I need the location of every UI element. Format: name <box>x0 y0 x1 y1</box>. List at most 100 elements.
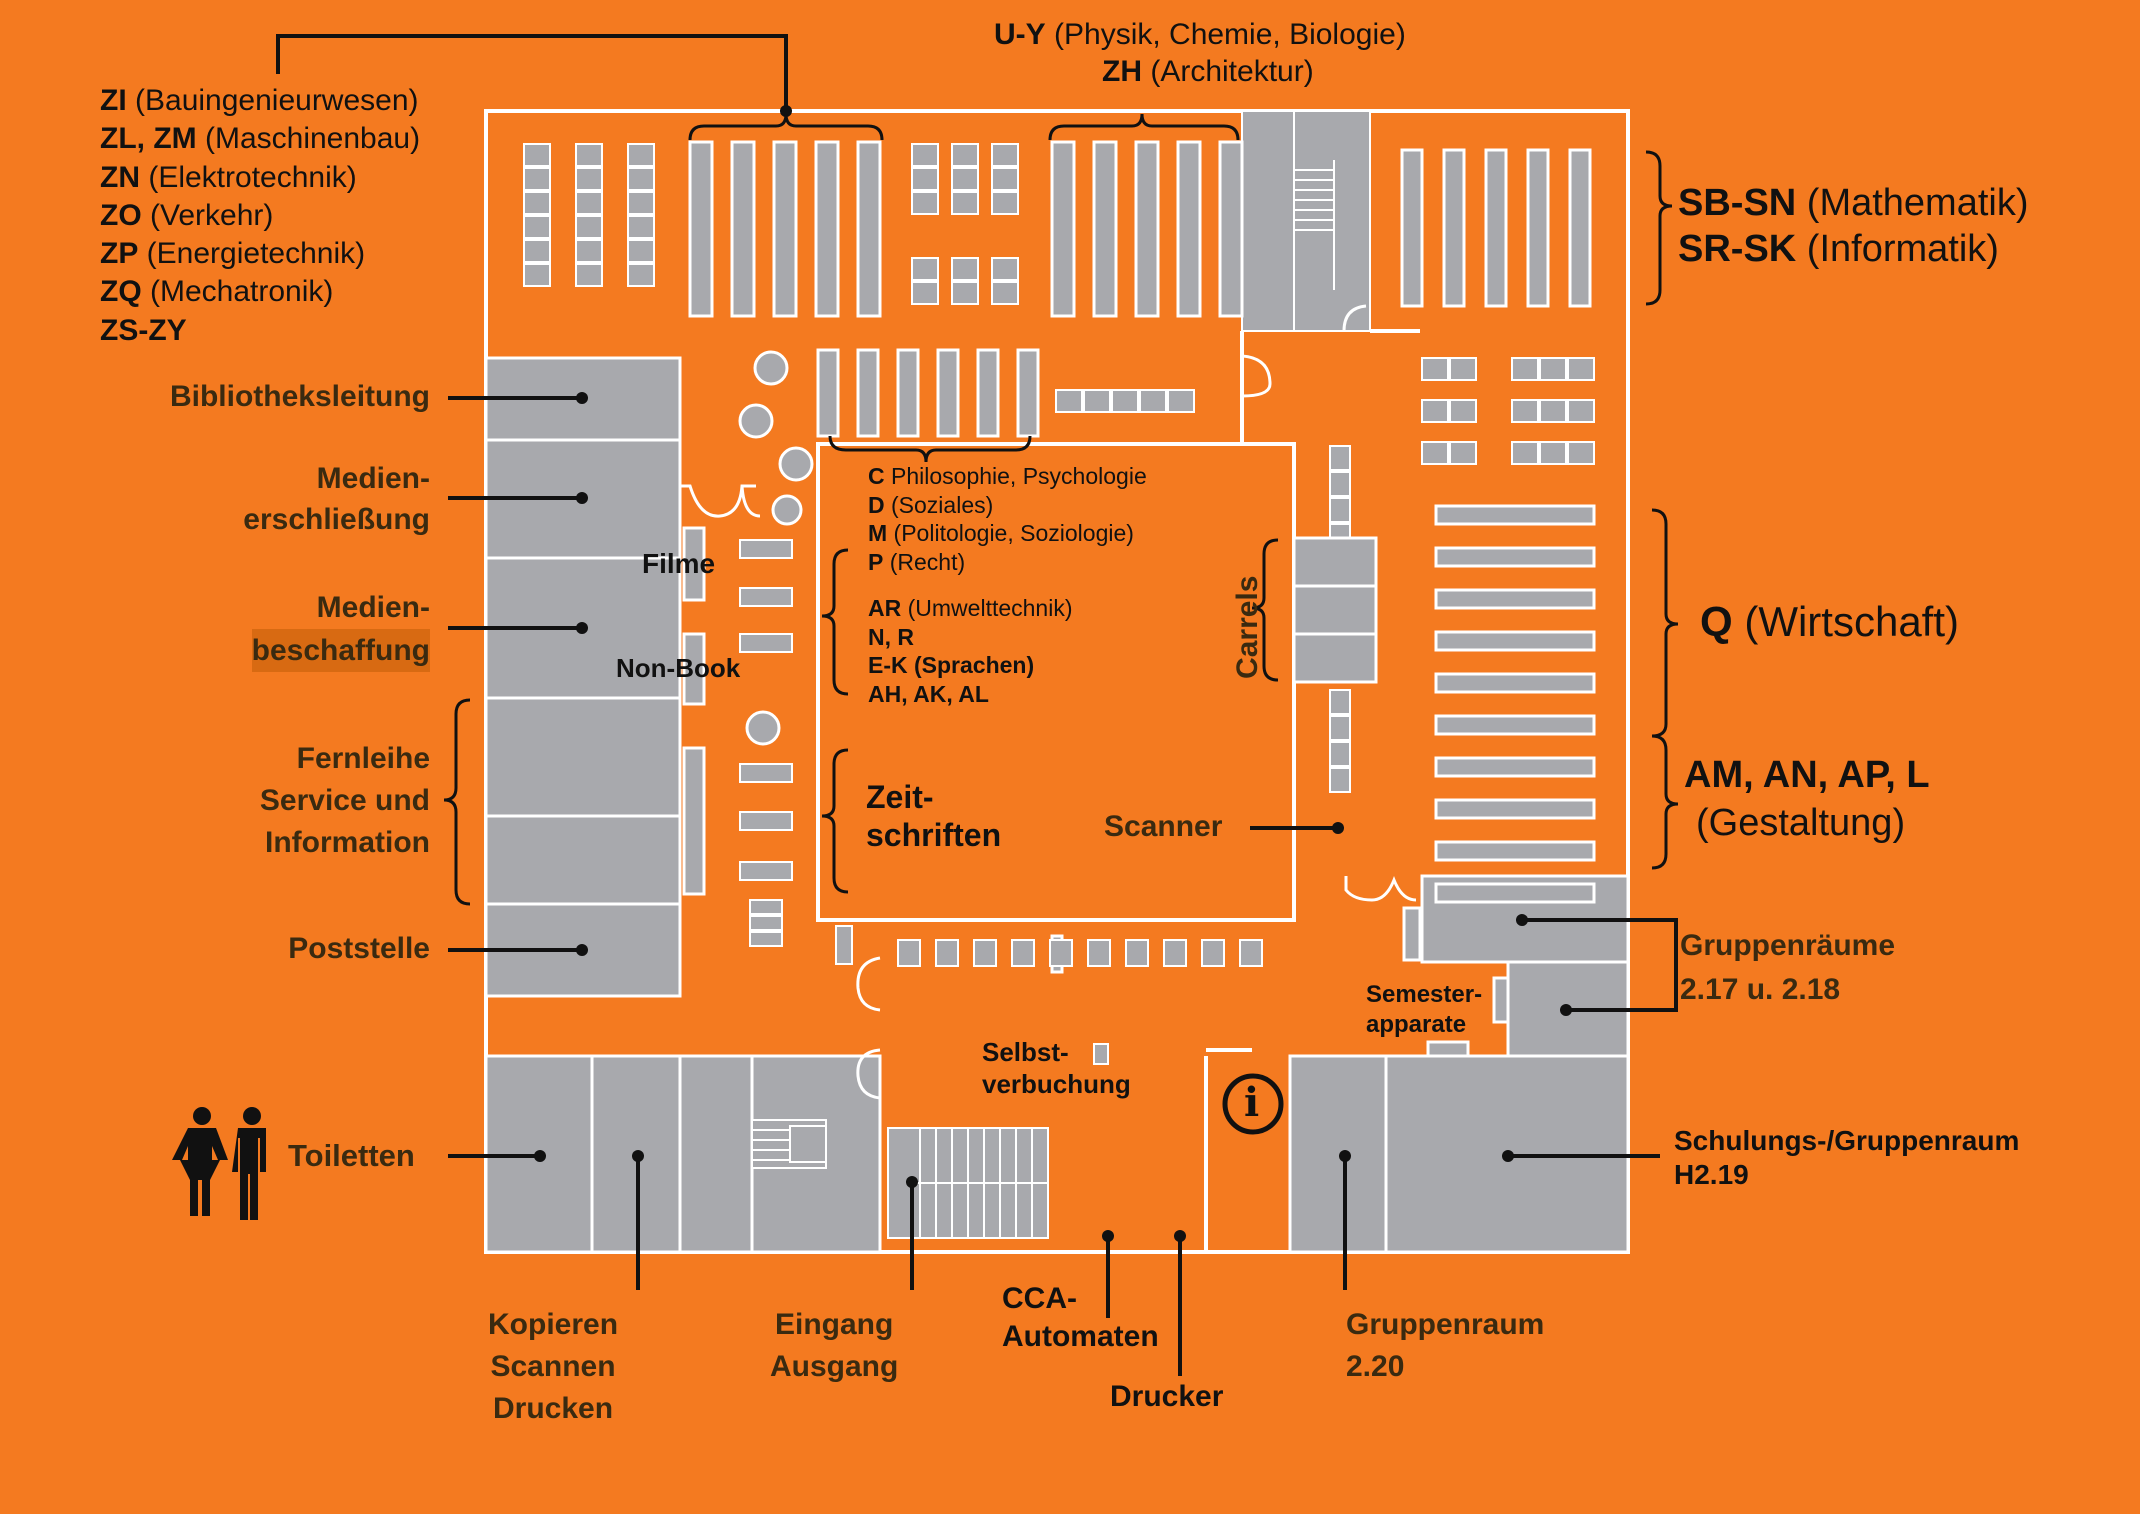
line: apparate <box>1366 1011 1467 1038</box>
shelf <box>682 526 706 602</box>
line: Gruppenraum <box>1346 1308 1545 1341</box>
center-shelf-labels: C Philosophie, Psychologie D (Soziales) … <box>868 462 1147 576</box>
shelf <box>1421 441 1449 465</box>
line: 2.20 <box>1346 1350 1405 1383</box>
text-sr: (Informatik) <box>1796 228 1999 270</box>
shelf <box>1449 357 1477 381</box>
shelf <box>1449 399 1477 423</box>
label-gestaltung: (Gestaltung) <box>1696 802 1906 844</box>
shelf <box>1434 588 1596 610</box>
shelf <box>835 925 853 965</box>
label-medienerschliessung: Medien-erschließung <box>243 458 430 540</box>
shelf <box>1329 767 1351 793</box>
shelf <box>1329 741 1351 767</box>
line: Ausgang <box>770 1350 899 1383</box>
shelf <box>1434 798 1596 820</box>
label-nr: N, R <box>868 623 914 650</box>
carrels-block <box>1292 536 1378 684</box>
line: Medien- <box>316 462 430 495</box>
shelf <box>1400 148 1424 308</box>
z-code: ZL, ZM <box>100 122 197 156</box>
shelf <box>816 348 840 438</box>
z-signature-list: ZI (Bauingenieurwesen) ZL, ZM (Maschinen… <box>100 82 420 350</box>
code-sb: SB-SN <box>1678 182 1797 224</box>
z-text: (Bauingenieurwesen) <box>126 84 419 117</box>
z-item: ZL, ZM (Maschinenbau) <box>100 120 420 158</box>
shelf <box>523 191 551 215</box>
label-gruppenraum: Gruppenraum 2.20 <box>1346 1304 1544 1388</box>
shelves-right <box>1434 504 1596 904</box>
z-item: ZS-ZY <box>100 312 420 350</box>
label-scanner: Scanner <box>1104 810 1223 843</box>
shelf <box>1434 840 1596 862</box>
text: (Recht) <box>883 548 966 575</box>
code: AR <box>868 595 902 621</box>
shelf <box>739 587 793 607</box>
shelf <box>896 348 920 438</box>
shelf <box>1421 357 1449 381</box>
line: Fernleihe <box>296 742 430 775</box>
doors <box>680 304 1417 1100</box>
shelf <box>523 143 551 167</box>
label-bibliotheksleitung: Bibliotheksleitung <box>169 380 430 413</box>
shelf <box>1049 939 1073 967</box>
shelf <box>627 191 655 215</box>
leader-dots <box>534 105 1572 1242</box>
shelf <box>1125 939 1149 967</box>
z-code: ZO <box>100 198 142 232</box>
shelf <box>739 539 793 559</box>
line: Scannen <box>490 1350 616 1383</box>
label-medienbeschaffung: Medien-beschaffung <box>251 586 430 672</box>
shelf <box>739 811 793 831</box>
shelf <box>911 167 939 191</box>
text-q: (Wirtschaft) <box>1732 598 1959 645</box>
shelf <box>682 746 706 896</box>
z-item: ZN (Elektrotechnik) <box>100 159 420 197</box>
shelf <box>1511 357 1539 381</box>
label-sb-sn: SB-SN (Mathematik) <box>1678 182 2029 226</box>
label-ek: E-K (Sprachen) <box>868 652 1035 678</box>
shelves-top <box>682 140 1592 974</box>
shelf <box>627 239 655 263</box>
label-d: D (Soziales) <box>868 491 1147 520</box>
shelf <box>951 281 979 305</box>
z-code: ZS-ZY <box>100 313 187 347</box>
braces <box>443 113 1679 906</box>
line: 2.17 u. 2.18 <box>1680 973 1841 1006</box>
line: H2.19 <box>1674 1159 1749 1190</box>
shelf <box>1011 939 1035 967</box>
bottom-right-rooms <box>1288 874 1630 1254</box>
text-uy: (Physik, Chemie, Biologie) <box>1045 18 1406 51</box>
code-uy: U-Y <box>994 18 1046 51</box>
shelf <box>749 931 783 947</box>
z-text: (Energietechnik) <box>138 237 366 271</box>
shelf <box>856 140 882 318</box>
shelf <box>627 167 655 191</box>
code: P <box>868 548 884 575</box>
shelf <box>1567 441 1595 465</box>
shelf <box>575 143 603 167</box>
shelf <box>1434 756 1596 778</box>
shelf <box>575 215 603 239</box>
z-code: ZN <box>100 160 140 194</box>
shelf <box>976 348 1000 438</box>
line: Semester- <box>1366 981 1483 1008</box>
label-q: Q (Wirtschaft) <box>1700 598 1959 646</box>
shelf <box>1484 148 1508 308</box>
line: Service und <box>259 784 430 817</box>
label-p: P (Recht) <box>868 548 1147 577</box>
shelf <box>1176 140 1202 318</box>
shelf <box>973 939 997 967</box>
line: Eingang <box>775 1308 894 1341</box>
line: CCA- <box>1002 1282 1077 1315</box>
shelf <box>627 143 655 167</box>
shelf <box>1539 441 1567 465</box>
shelf <box>1449 441 1477 465</box>
label-filme: Filme <box>642 548 716 579</box>
label-c: C Philosophie, Psychologie <box>868 462 1147 491</box>
